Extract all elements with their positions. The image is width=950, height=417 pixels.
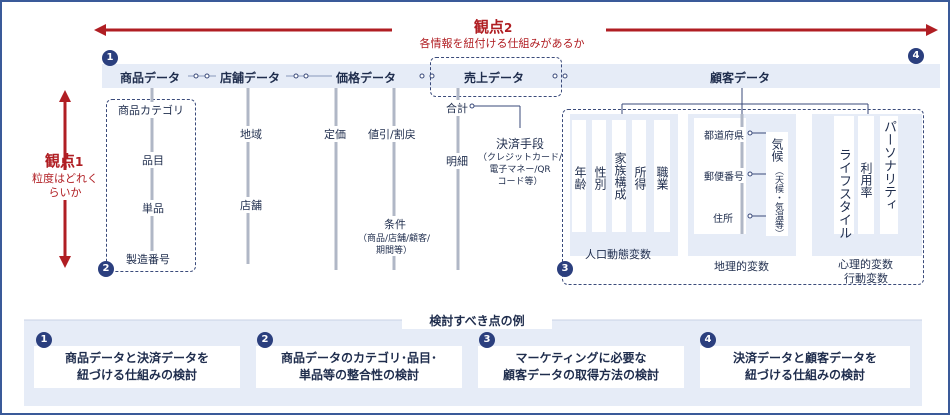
viewpoint1-title-main: 観点 bbox=[45, 152, 76, 170]
example-1-num: 1 bbox=[36, 332, 52, 348]
marker-4: 4 bbox=[908, 48, 924, 64]
example-4-line2: 紐づける仕組みの検討 bbox=[744, 368, 865, 382]
geo-weather: 気候 bbox=[770, 138, 784, 162]
example-card-3: マーケティングに必要な 顧客データの取得方法の検討 bbox=[478, 346, 684, 388]
header-price: 価格データ bbox=[336, 71, 397, 85]
viewpoint2-title: 観点2 bbox=[474, 16, 512, 37]
demo-job: 職業 bbox=[655, 166, 669, 190]
example-1-line1: 商品データと決済データを bbox=[64, 351, 209, 365]
header-band bbox=[102, 64, 940, 88]
demo-gender: 性別 bbox=[593, 166, 607, 190]
viewpoint1-title-num: 1 bbox=[75, 155, 84, 169]
sales-payment-note-2: 電子マネー/QR bbox=[489, 165, 551, 175]
geographic-label: 地理的変数 bbox=[714, 260, 769, 273]
viewpoint1-subtitle-line2: らいか bbox=[26, 184, 104, 200]
store-store: 店舗 bbox=[240, 197, 262, 213]
psy-personality: パーソナリティ bbox=[881, 120, 896, 211]
viewpoint1-title: 観点1 bbox=[45, 150, 83, 171]
example-2-num: 2 bbox=[257, 332, 273, 348]
example-3-num: 3 bbox=[479, 332, 495, 348]
example-3-line1: マーケティングに必要な bbox=[515, 351, 647, 365]
demo-col-3 bbox=[612, 120, 626, 232]
sales-total: 合計 bbox=[446, 100, 468, 116]
geo-address: 住所 bbox=[708, 210, 738, 225]
header-customer: 顧客データ bbox=[710, 71, 771, 85]
sales-payment: 決済手段 bbox=[495, 137, 544, 151]
example-card-4: 決済データと顧客データを 紐づける仕組みの検討 bbox=[700, 346, 910, 388]
geo-weather-note: （天候・気温等） bbox=[773, 166, 783, 238]
product-item: 品目 bbox=[142, 152, 164, 168]
example-1-line2: 紐づける仕組みの検討 bbox=[76, 368, 197, 382]
examples-title: 検討すべき点の例 bbox=[402, 312, 552, 329]
demo-family: 家族構成 bbox=[613, 152, 627, 200]
header-product: 商品データ bbox=[120, 71, 181, 85]
price-condition-note-2: 期間等） bbox=[364, 243, 424, 256]
viewpoint1-subtitle-line1: 粒度はどれく bbox=[26, 170, 104, 186]
viewpoint2-title-main: 観点 bbox=[474, 18, 505, 36]
price-discount: 値引/割戻 bbox=[368, 126, 416, 142]
product-lot: 製造番号 bbox=[126, 251, 170, 267]
demo-age: 年齢 bbox=[573, 166, 587, 190]
product-category: 商品カテゴリ bbox=[118, 102, 184, 118]
header-store: 店舗データ bbox=[220, 71, 281, 85]
sales-detail: 明細 bbox=[446, 153, 468, 169]
header-sales: 売上データ bbox=[464, 71, 525, 85]
sales-payment-note-1: （クレジットカード/ bbox=[477, 153, 563, 163]
demo-col-5 bbox=[654, 120, 670, 232]
example-card-1: 商品データと決済データを 紐づける仕組みの検討 bbox=[34, 346, 240, 388]
demo-col-4 bbox=[632, 120, 646, 232]
demo-col-2 bbox=[592, 120, 606, 232]
psy-col-3 bbox=[880, 116, 898, 234]
marker-1: 1 bbox=[102, 50, 118, 66]
psychographic-label-2: 行動変数 bbox=[844, 272, 888, 285]
psy-col-1 bbox=[834, 116, 854, 234]
viewpoint2-subtitle: 各情報を紐付ける仕組みがあるか bbox=[419, 37, 585, 50]
psy-col-2 bbox=[858, 116, 874, 234]
marker-3: 3 bbox=[557, 261, 573, 277]
geo-weather-col bbox=[766, 132, 788, 236]
price-list: 定価 bbox=[324, 126, 346, 142]
demographic-label: 人口動態変数 bbox=[585, 248, 651, 261]
example-4-num: 4 bbox=[700, 332, 716, 348]
example-2-line1: 商品データのカテゴリ･品目･ bbox=[280, 351, 437, 365]
example-card-2: 商品データのカテゴリ･品目･ 単品等の整合性の検討 bbox=[256, 346, 462, 388]
example-2-line2: 単品等の整合性の検討 bbox=[298, 368, 419, 382]
psy-usage: 利用率 bbox=[859, 162, 873, 198]
psychographic-label-1: 心理的変数 bbox=[838, 258, 893, 271]
viewpoint2-title-num: 2 bbox=[504, 21, 513, 35]
geo-prefecture: 都道府県 bbox=[702, 127, 746, 142]
demo-income: 所得 bbox=[633, 166, 647, 190]
product-unit: 単品 bbox=[142, 200, 164, 216]
demo-col-1 bbox=[572, 120, 586, 232]
example-3-line2: 顧客データの取得方法の検討 bbox=[502, 368, 659, 382]
marker-2: 2 bbox=[98, 261, 114, 277]
example-4-line1: 決済データと顧客データを bbox=[732, 351, 877, 365]
sales-payment-note-3: コード等） bbox=[497, 177, 543, 187]
psy-lifestyle: ライフスタイル bbox=[836, 148, 851, 239]
customer-dashed-box bbox=[562, 109, 924, 285]
price-condition: 条件 bbox=[378, 216, 412, 232]
geo-postal: 郵便番号 bbox=[702, 168, 746, 183]
price-condition-note-1: （商品/店舗/顧客/ bbox=[346, 231, 442, 244]
store-region: 地域 bbox=[240, 126, 262, 142]
